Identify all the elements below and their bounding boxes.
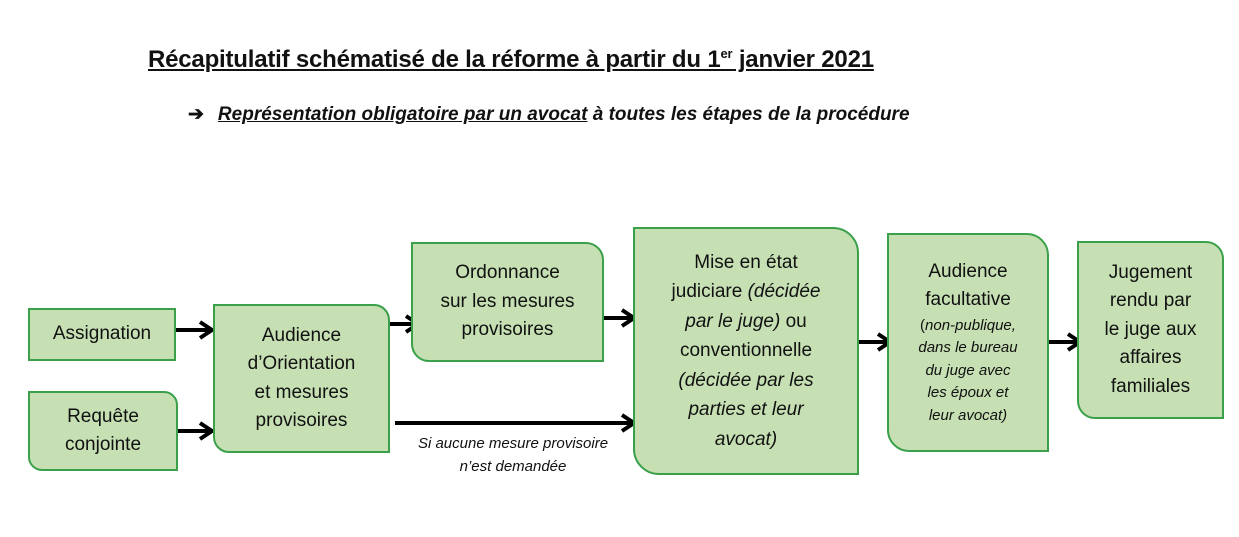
arrowhead-icon bbox=[198, 421, 216, 441]
bypass-note: Si aucune mesure provisoire n’est demand… bbox=[417, 435, 609, 475]
right-arrow-icon: ➔ bbox=[188, 104, 204, 125]
box-jugement: Jugement rendu par le juge aux affaires … bbox=[1077, 241, 1224, 419]
box-mise-en-etat: Mise en état judiciare (décidée par le j… bbox=[633, 227, 859, 475]
box-audience-facultative: Audience facultative (non-publique, dans… bbox=[887, 233, 1049, 452]
box-audience-orientation: Audience d’Orientation et mesures provis… bbox=[213, 304, 390, 453]
box-assignation: Assignation bbox=[28, 308, 176, 361]
arrowhead-icon bbox=[198, 320, 216, 340]
box-ordonnance: Ordonnance sur les mesures provisoires bbox=[411, 242, 604, 362]
page-title: Récapitulatif schématisé de la réforme à… bbox=[148, 46, 874, 73]
subtitle: ➔Représentation obligatoire par un avoca… bbox=[188, 104, 910, 125]
